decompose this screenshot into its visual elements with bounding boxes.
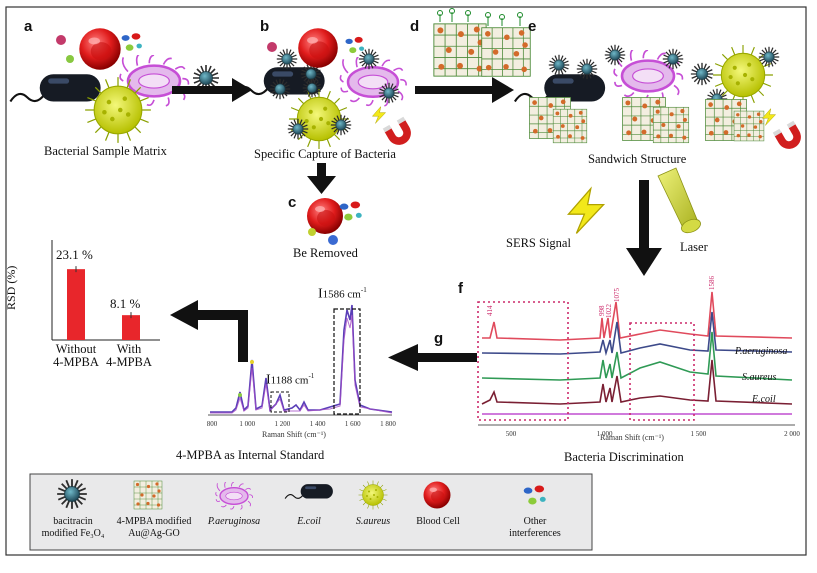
panel-c-label: c (288, 194, 297, 211)
panel-c-caption: Be Removed (293, 246, 358, 260)
laser-label: Laser (680, 240, 708, 254)
legend-blood-cell-icon (423, 481, 451, 509)
rsd-category-with: With 4-MPBA (104, 343, 154, 369)
panel-b-label: b (260, 18, 270, 35)
i1586-letter: I (318, 286, 323, 302)
rsd-category-without-line1: Without (55, 342, 97, 356)
sers-bolt-icon (567, 187, 605, 235)
rsd-bar (122, 315, 140, 340)
legend-item-line: S.aureus (355, 516, 391, 527)
legend-item-line: P.aeruginosa (207, 516, 261, 527)
i1188-annotation: I1188 cm-1 (266, 372, 314, 389)
panel-b-illustration (233, 28, 416, 150)
internal-standard-spectrum: 800 1 000 1 200 1 400 1 600 1 800 (207, 304, 397, 428)
x-tick-label: 1 800 (380, 420, 396, 428)
panel-a-caption: Bacterial Sample Matrix (44, 144, 167, 158)
panel-f-label: f (458, 280, 463, 297)
rsd-bar-chart (51, 240, 160, 341)
sers-signal-label: SERS Signal (506, 236, 571, 250)
i1188-unit-exp: -1 (308, 372, 315, 380)
panel-d-illustration (433, 8, 531, 77)
legend-item-label: Blood Cell (408, 516, 468, 528)
legend-item-label: E.coil (278, 516, 340, 528)
x-tick-label: 1 200 (275, 420, 291, 428)
i1586-value: 1586 cm (322, 288, 361, 301)
x-tick-label: 1 500 (690, 430, 706, 438)
legend-item-line: bacitracin (53, 516, 93, 527)
rsd-y-axis-label: RSD (%) (4, 265, 18, 310)
x-tick-label: 1 000 (239, 420, 255, 428)
panel-e-caption: Sandwich Structure (588, 152, 687, 166)
rsd-bar (67, 269, 85, 340)
rsd-value-label-without: 23.1 % (56, 247, 93, 262)
panel-f-caption: Bacteria Discrimination (564, 450, 684, 464)
rsd-category-with-line1: With (116, 342, 142, 356)
f-x-axis-label: Raman Shift (cm⁻¹) (600, 433, 664, 442)
legend-item-label: P.aeruginosa (196, 516, 272, 528)
x-tick-label: 500 (506, 430, 517, 438)
x-tick-label: 1 000 (597, 430, 613, 438)
i1586-unit-exp: -1 (360, 286, 367, 294)
legend-item-line: 4-MPBA modified (116, 516, 192, 527)
panel-a-label: a (24, 18, 33, 35)
panel-g-label: g (434, 330, 444, 347)
peak-label-1075: 1075 (613, 288, 621, 302)
i1586-annotation: I1586 cm-1 (318, 286, 367, 303)
x-tick-label: 2 000 (784, 430, 800, 438)
legend-item-line: interferences (509, 528, 561, 539)
rsd-category-without: Without 4-MPBA (52, 343, 100, 369)
discrimination-spectra: 500 1 000 1 500 2 000 (477, 291, 801, 438)
panel-c-illustration (307, 198, 362, 245)
legend-item-line: modified Fe₃O₄ (41, 528, 105, 539)
peak-label-1022: 1022 (605, 304, 613, 318)
f-x-ticks: 500 1 000 1 500 2 000 (506, 430, 801, 438)
panel-g-caption: 4-MPBA as Internal Standard (176, 448, 325, 462)
x-tick-label: 800 (207, 420, 218, 428)
peak-label-1586: 1586 (708, 276, 716, 290)
i1188-letter: I (266, 372, 271, 388)
g-x-axis-label: Raman Shift (cm⁻¹) (262, 430, 326, 439)
panel-e-label: e (528, 18, 537, 35)
legend-item-line: Other (523, 516, 547, 527)
panel-b-caption: Specific Capture of Bacteria (254, 147, 396, 161)
series-label-s-aureus: S.aureus (742, 372, 777, 383)
series-label-e-coli: E.coil (752, 394, 776, 405)
i1188-value: 1188 cm (270, 374, 309, 387)
series-label-p-aeruginosa: P.aeruginosa (735, 346, 788, 357)
legend-item-line: Au@Ag-GO (128, 528, 180, 539)
x-tick-label: 1 600 (345, 420, 361, 428)
panel-a-illustration (9, 28, 220, 144)
rsd-category-with-line2: 4-MPBA (106, 355, 152, 369)
panel-d-label: d (410, 18, 420, 35)
legend-au-ag-go-icon (133, 480, 163, 510)
legend-item-line: E.coil (297, 516, 321, 527)
legend-item-label: S.aureus (342, 516, 404, 528)
panel-e-illustration (513, 44, 806, 154)
x-tick-label: 1 400 (310, 420, 326, 428)
g-x-ticks: 800 1 000 1 200 1 400 1 600 1 800 (207, 420, 397, 428)
legend-item-line: Blood Cell (416, 516, 460, 527)
rsd-category-without-line2: 4-MPBA (53, 355, 99, 369)
peak-label-414: 414 (486, 305, 494, 317)
rsd-value-label-with: 8.1 % (110, 296, 141, 311)
laser-icon (657, 167, 701, 234)
